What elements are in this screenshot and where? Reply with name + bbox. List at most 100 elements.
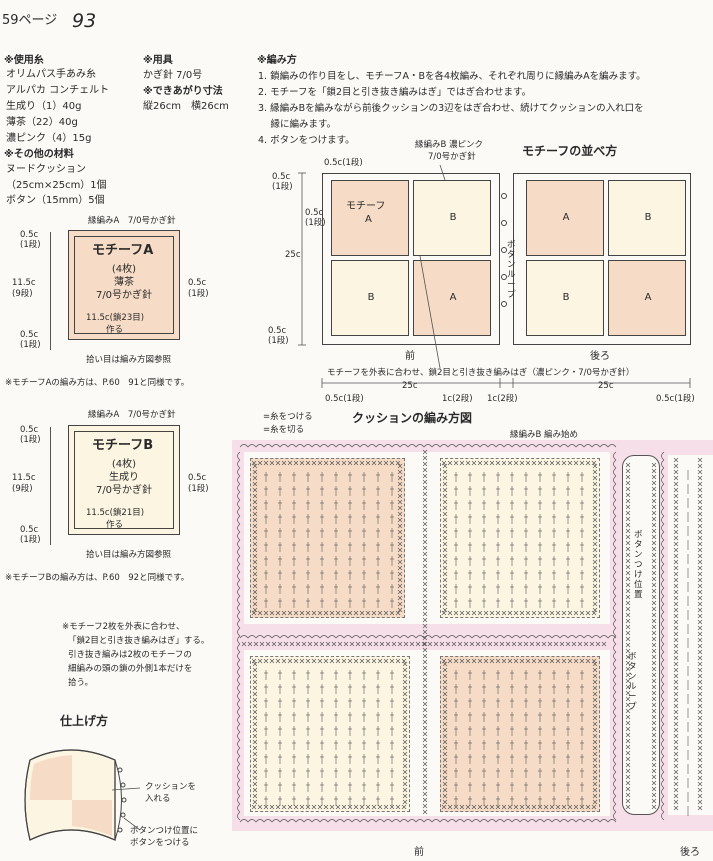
other-line: （25cm×25cm）1個 [6,180,107,191]
step-line: 縁に編みます。 [258,119,337,130]
button-loop-chart-label: ボタンループ [628,652,637,712]
dim-label: 1c(2段) [487,394,518,404]
front-label: 前 [405,351,415,362]
motif-b-name: モチーフB [92,438,154,453]
back-cell-1: B [608,180,686,256]
button-loop-label: ボタンループ [507,240,516,300]
chart-motif-a [250,458,405,618]
join-text: モチーフを外表に合わせ、鎖2目と引き抜き編みはぎ（濃ピンク・7/0号かぎ針） [327,368,635,378]
front-cell-3: A [413,260,491,336]
dim-label: (1段) [20,340,41,350]
motif-a-label2: A [365,214,372,225]
dim-line [50,427,51,545]
motif-a-edge-label: 縁編みA 7/0号かぎ針 [88,216,176,226]
motif-b-bottom-label2: 作る [106,520,124,530]
dim-label: 0.5c [20,330,39,340]
button-strip [622,455,660,815]
chart-back-label: 後ろ [680,847,700,858]
dim-label: 0.5c [305,208,324,218]
step-line: 2. モチーフを「鎖2目と引き抜き編みはぎ」ではぎ合わせます。 [258,87,532,98]
motif-a-color: 薄茶 [114,277,134,288]
front-cell-0 [331,180,409,256]
finish-label: クッションを [145,782,197,792]
front-cell-2: B [331,260,409,336]
join-note: 細編みの頭の鎖の外側1本だけを [68,664,193,674]
dim-label: 0.5c(1段) [325,394,364,404]
motif-a-bottom-label: 11.5c(鎖23目) [86,313,145,323]
back-cell-3: A [608,260,686,336]
layout-edge-label2: 7/0号かぎ針 [428,152,476,162]
dim-label: (1段) [188,289,209,299]
chart-motif-b [250,656,410,812]
dim-label: 0.5c(1段) [324,158,363,168]
tools-title: ※用具 [143,55,173,66]
dim-label: 1c(2段) [442,394,473,404]
motif-a-count: (4枚) [111,264,137,275]
dim-line [50,232,51,350]
motif-a-note: ※モチーフAの編み方は、P.60 91と同様です。 [5,378,190,388]
front-panel [322,173,500,345]
finish-label: ボタンをつける [130,838,190,848]
chart-motif-b [440,458,600,618]
other-line: ボタン（15mm）5個 [6,195,105,206]
dim-label: 0.5c [20,525,39,535]
motif-a-hook: 7/0号かぎ針 [95,290,153,301]
dim-label: (1段) [20,435,41,445]
legend-cut: =糸を切る [263,425,305,435]
motif-a-diagram [68,230,180,340]
dim-label: 0.5c [268,326,287,336]
join-note: ※モチーフ2枚を外表に合わせ、 [62,622,185,632]
layout-title: モチーフの並べ方 [522,144,618,158]
dim-label: 11.5c [12,473,36,483]
motif-b-edge-label: 縁編みA 7/0号かぎ針 [88,410,176,420]
size-title: ※できあがり寸法 [143,86,223,97]
back-cell-0: A [526,180,604,256]
join-note: 「鎖2目と引き抜き編みはぎ」する。 [68,636,210,646]
motif-a-inner [74,236,174,334]
dim-label: 0.5c [272,172,291,182]
chart-front-label: 前 [414,847,424,858]
back-partial [668,455,713,815]
dim-label: 0.5c [188,473,207,483]
join-note: 引き抜き編みは2枚のモチーフの [68,650,192,660]
other-title: ※その他の材料 [4,149,74,160]
yarn-line: 薄茶（22）40g [6,117,78,128]
yarn-line: 生成り（1）40g [6,101,82,112]
motif-b-bottom-label: 11.5c(鎖21目) [86,508,145,518]
finish-title: 仕上げ方 [60,714,109,728]
dim-label: (1段) [20,535,41,545]
yarn-title: ※使用糸 [4,55,44,66]
dim-label: (1段) [268,336,289,346]
yarn-line: 濃ピンク（4）15g [6,133,92,144]
edge-start-label: 縁編みB 編み始め [510,430,579,440]
step-line: 3. 縁編みBを編みながら前後クッションの3辺をはぎ合わせ、続けてクッションの入… [258,103,644,114]
page-prefix: 59ページ [2,13,58,28]
dim-label: 25c [598,381,614,391]
dim-label: 0.5c [20,425,39,435]
front-cell-1: B [413,180,491,256]
back-cell-2: B [526,260,604,336]
tools-line: かぎ針 7/0号 [143,70,203,81]
other-line: ヌードクッション [6,164,86,175]
layout-edge-label: 縁編みB 濃ピンク [415,140,484,150]
back-label: 後ろ [590,351,610,362]
yarn-line: アルパカ コンチェルト [6,85,110,96]
dim-label: 0.5c [20,230,39,240]
page-number: 93 [72,10,97,32]
dim-label: (9段) [12,484,33,494]
join-note: 拾う。 [68,678,93,688]
legend-attach: =糸をつける [263,412,313,422]
motif-b-hook: 7/0号かぎ針 [95,485,153,496]
dim-label: (1段) [20,240,41,250]
chart-title: クッションの編み方図 [352,411,473,425]
dim-label: (9段) [12,289,33,299]
dim-label: 25c [402,381,418,391]
size-line: 縦26cm 横26cm [143,101,229,112]
dim-label: 11.5c [12,278,36,288]
motif-a-pickup: 拾い目は編み方図参照 [86,355,172,365]
motif-b-pickup: 拾い目は編み方図参照 [86,550,172,560]
finish-label: 入れる [145,794,171,804]
